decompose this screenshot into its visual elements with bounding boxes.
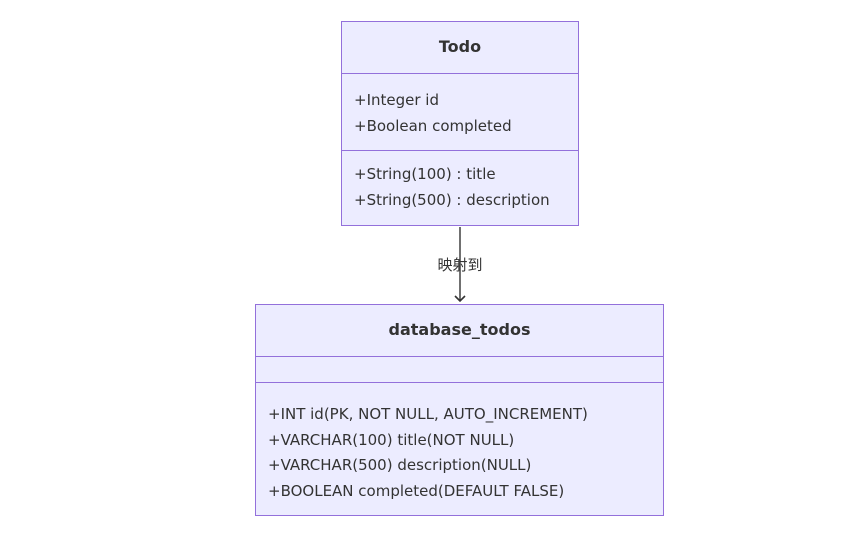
class-database-todos-method-description: +VARCHAR(500) description(NULL) — [268, 456, 532, 474]
class-todo-attribute-id: +Integer id — [354, 91, 439, 109]
class-todo-method-title: +String(100) : title — [354, 165, 496, 183]
class-todo-methods: +String(100) : title +String(500) : desc… — [342, 151, 578, 225]
class-todo-attribute-completed: +Boolean completed — [354, 117, 512, 135]
class-database-todos-methods: +INT id(PK, NOT NULL, AUTO_INCREMENT) +V… — [256, 383, 663, 515]
class-database-todos-attributes — [256, 357, 663, 383]
relation-label: 映射到 — [437, 256, 483, 274]
class-todo-title: Todo — [342, 22, 578, 74]
class-todo[interactable]: Todo +Integer id +Boolean completed +Str… — [341, 21, 579, 226]
class-todo-method-description: +String(500) : description — [354, 191, 550, 209]
class-todo-attributes: +Integer id +Boolean completed — [342, 74, 578, 151]
class-database-todos[interactable]: database_todos +INT id(PK, NOT NULL, AUT… — [255, 304, 664, 516]
class-database-todos-method-completed: +BOOLEAN completed(DEFAULT FALSE) — [268, 481, 565, 500]
class-database-todos-method-id: +INT id(PK, NOT NULL, AUTO_INCREMENT) — [268, 405, 588, 423]
class-database-todos-title: database_todos — [256, 305, 663, 357]
class-database-todos-method-title: +VARCHAR(100) title(NOT NULL) — [268, 430, 515, 449]
